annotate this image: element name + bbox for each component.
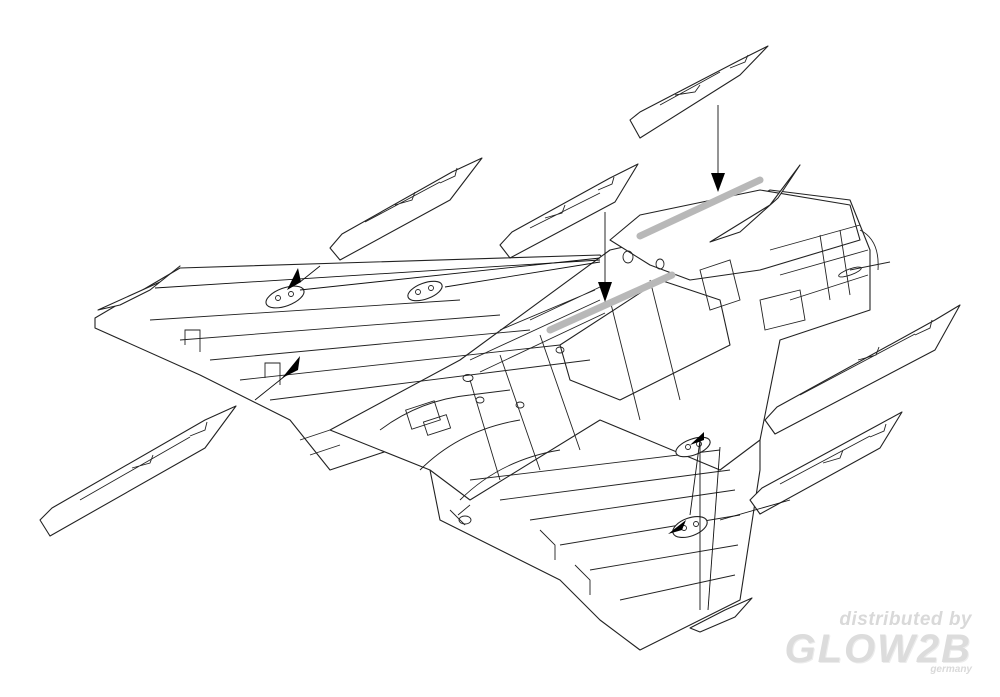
- pylon-part-right-upper: [764, 304, 961, 435]
- distributor-watermark: distributed by GLOW2B germany: [784, 610, 972, 675]
- assembly-arrows: [282, 173, 725, 534]
- arrow-down-rear: [711, 173, 725, 192]
- arrow-down-front: [598, 282, 612, 302]
- attachment-plate-right-b: [672, 515, 708, 539]
- right-rear-fin: [709, 164, 801, 243]
- pylon-part-right-lower: [749, 411, 903, 515]
- pylon-part-top-left: [329, 157, 483, 261]
- arrow-left-plate: [287, 268, 301, 290]
- pylon-part-top-center: [499, 163, 639, 259]
- attachment-plate-left-b: [407, 280, 443, 302]
- arrow-left-wing: [282, 356, 300, 378]
- attachment-plate-left-a: [265, 285, 305, 309]
- wing-fuselage-assembly: [94, 176, 891, 651]
- assembly-guides: [154, 105, 791, 611]
- watermark-line1: distributed by: [839, 609, 972, 630]
- left-wingtip: [97, 265, 181, 311]
- right-wingtip: [689, 597, 753, 633]
- insert-strip-rear: [636, 176, 764, 240]
- arrow-right-plate: [690, 432, 704, 445]
- watermark-logo: GLOW2B: [784, 627, 972, 671]
- watermark-line3: germany: [930, 664, 972, 675]
- insert-strip-front: [546, 271, 676, 334]
- pylon-part-bottom-left: [39, 405, 237, 537]
- pylon-part-top-right: [629, 45, 769, 139]
- arrow-right-lower-plate: [668, 520, 686, 534]
